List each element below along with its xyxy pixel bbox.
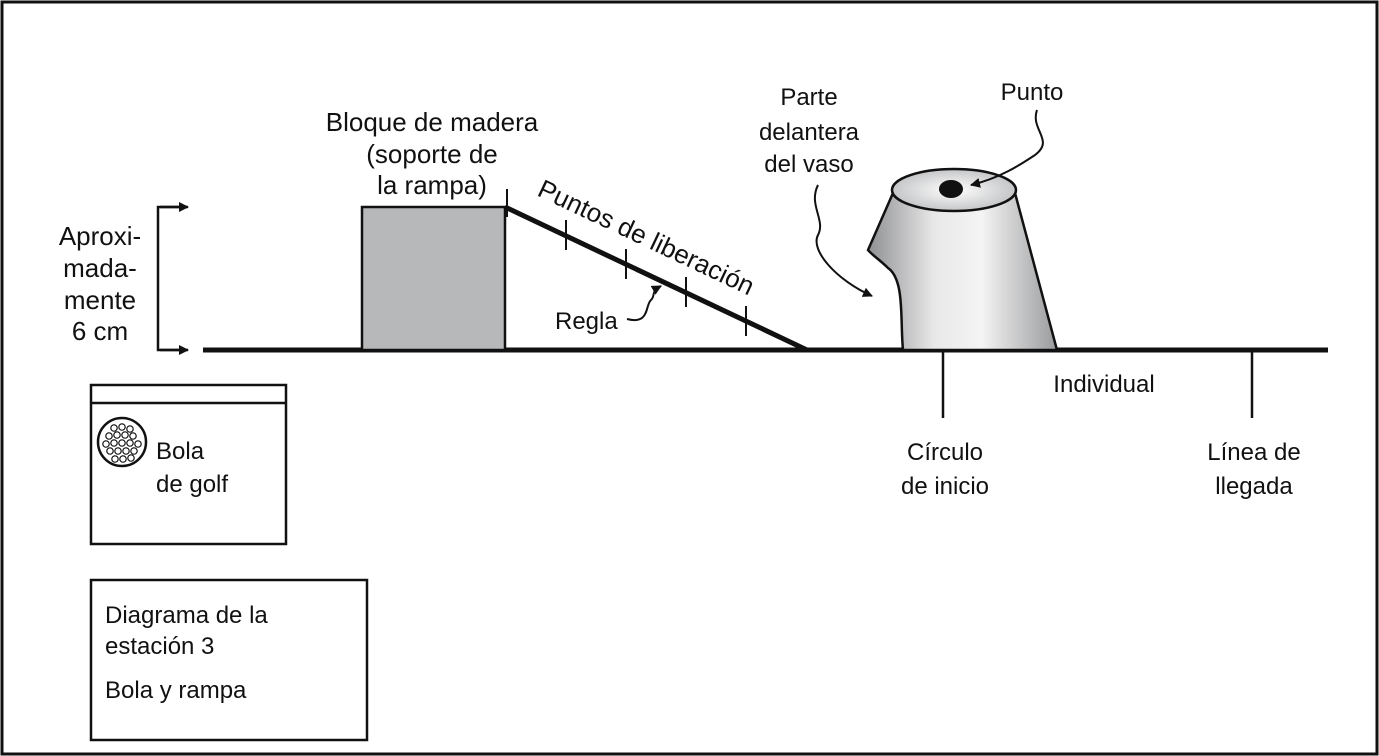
svg-text:Aproxi-: Aproxi- [59, 221, 141, 251]
cup-front-pointer [813, 184, 873, 297]
svg-text:6 cm: 6 cm [72, 316, 128, 346]
subtitle: Bola y rampa [105, 677, 247, 704]
cup [866, 167, 1059, 352]
svg-text:Bloque de madera: Bloque de madera [326, 107, 539, 137]
ruler-label: Regla [555, 308, 618, 335]
dot-icon [939, 180, 963, 198]
svg-text:Línea de: Línea de [1207, 439, 1300, 466]
svg-text:de golf: de golf [156, 471, 228, 498]
svg-text:la rampa): la rampa) [377, 170, 487, 200]
svg-text:mada-: mada- [63, 253, 137, 283]
height-bracket [156, 202, 189, 355]
golf-ball-icon [96, 416, 148, 468]
svg-text:Círculo: Círculo [907, 439, 983, 466]
svg-text:Bola: Bola [156, 438, 205, 465]
svg-text:mente: mente [64, 285, 136, 315]
svg-text:delantera: delantera [759, 119, 860, 146]
cup-front-label: Parte delantera del vaso [759, 84, 860, 178]
svg-text:(soporte de: (soporte de [366, 139, 498, 169]
svg-text:Parte: Parte [780, 84, 837, 111]
height-label: Aproxi- mada- mente 6 cm [59, 221, 141, 346]
title-line-1: Diagrama de la [105, 602, 268, 629]
golf-ball-card: Bola de golf [89, 383, 288, 546]
svg-text:de inicio: de inicio [901, 473, 989, 500]
dot-label: Punto [1001, 79, 1064, 106]
svg-text:del vaso: del vaso [764, 151, 853, 178]
block-label: Bloque de madera (soporte de la rampa) [326, 107, 539, 200]
ramp-ruler [503, 204, 809, 353]
ruler-pointer [626, 285, 662, 322]
dot-pointer [970, 109, 1044, 188]
title-line-2: estación 3 [105, 633, 214, 660]
start-circle-label: Círculo de inicio [901, 439, 989, 500]
wooden-block [360, 205, 507, 352]
individual-label: Individual [1053, 371, 1154, 398]
svg-text:llegada: llegada [1215, 473, 1293, 500]
finish-line-label: Línea de llegada [1207, 439, 1300, 500]
title-card: Diagrama de la estación 3 Bola y rampa [89, 578, 369, 742]
